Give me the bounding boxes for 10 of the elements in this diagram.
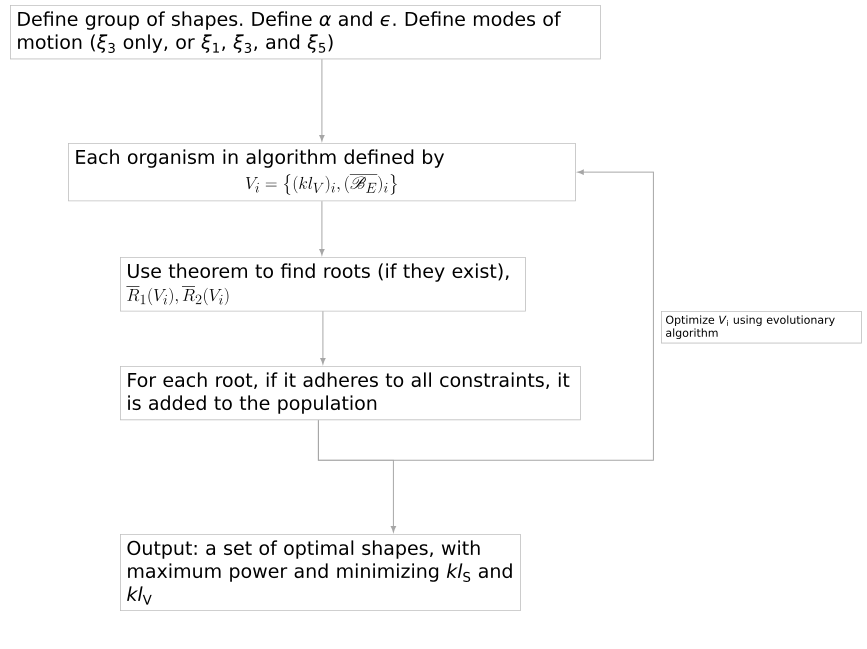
note-box: Optimize V$_{i}$ using evolutionary algorithm xyxy=(661,311,862,344)
process-box: For each root, if it adheres to all constraints, it is added to the population xyxy=(120,366,581,420)
arrow xyxy=(318,170,654,461)
process-box: Each organism in algorithm defined by $V_i = \big\{(kl_V)_i, (\overline{\mathscr{B}_E})_i\big\}$ xyxy=(68,143,576,202)
process-box: Define group of shapes. Define α and ϵ. Define modes of motion (ξ$_{3}$ only, or ξ$_{1}$, ξ$_{3}$, and ξ$_{5}$) xyxy=(10,5,601,60)
arrow xyxy=(319,58,325,142)
process-box: Use theorem to find roots (if they exist), $\overline{R}_1(V_i), \overline{R}_2(V_i)$ xyxy=(120,257,526,312)
output-box: Output: a set of optimal shapes, with maximum power and minimizing kl$_{S}$ and kl$_{V}$ xyxy=(120,534,521,611)
arrow xyxy=(319,200,325,256)
arrow xyxy=(320,311,326,364)
